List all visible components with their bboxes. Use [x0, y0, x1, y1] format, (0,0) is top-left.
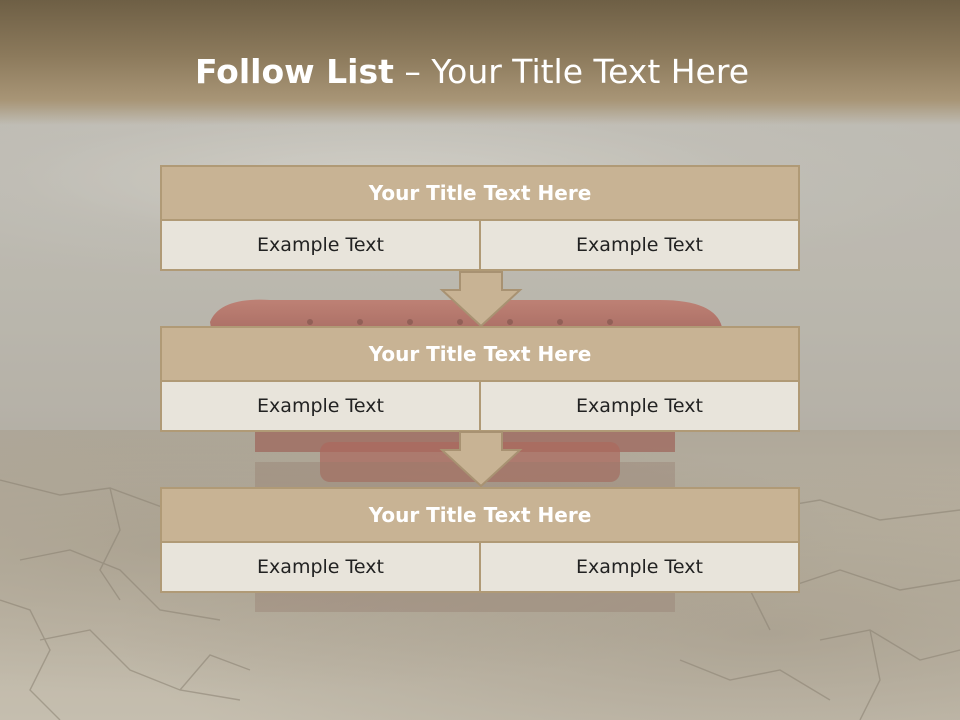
block-title: Your Title Text Here	[160, 326, 800, 382]
block-row: Example Text Example Text	[160, 382, 800, 432]
down-arrow-icon	[439, 271, 523, 328]
block-cell-left: Example Text	[160, 221, 479, 271]
list-block-3: Your Title Text Here Example Text Exampl…	[160, 487, 800, 593]
block-cell-left: Example Text	[160, 382, 479, 432]
block-cell-right: Example Text	[479, 543, 800, 593]
block-row: Example Text Example Text	[160, 221, 800, 271]
title-band	[0, 0, 960, 125]
block-row: Example Text Example Text	[160, 543, 800, 593]
block-cell-left: Example Text	[160, 543, 479, 593]
block-cell-right: Example Text	[479, 221, 800, 271]
list-block-2: Your Title Text Here Example Text Exampl…	[160, 326, 800, 432]
slide-title-bold: Follow List	[194, 52, 394, 91]
block-title: Your Title Text Here	[160, 165, 800, 221]
block-cell-right: Example Text	[479, 382, 800, 432]
slide-title-rest: – Your Title Text Here	[404, 52, 750, 91]
slide-title: Follow List – Your Title Text Here	[0, 52, 944, 91]
list-block-1: Your Title Text Here Example Text Exampl…	[160, 165, 800, 271]
down-arrow-icon	[439, 431, 523, 488]
block-title: Your Title Text Here	[160, 487, 800, 543]
